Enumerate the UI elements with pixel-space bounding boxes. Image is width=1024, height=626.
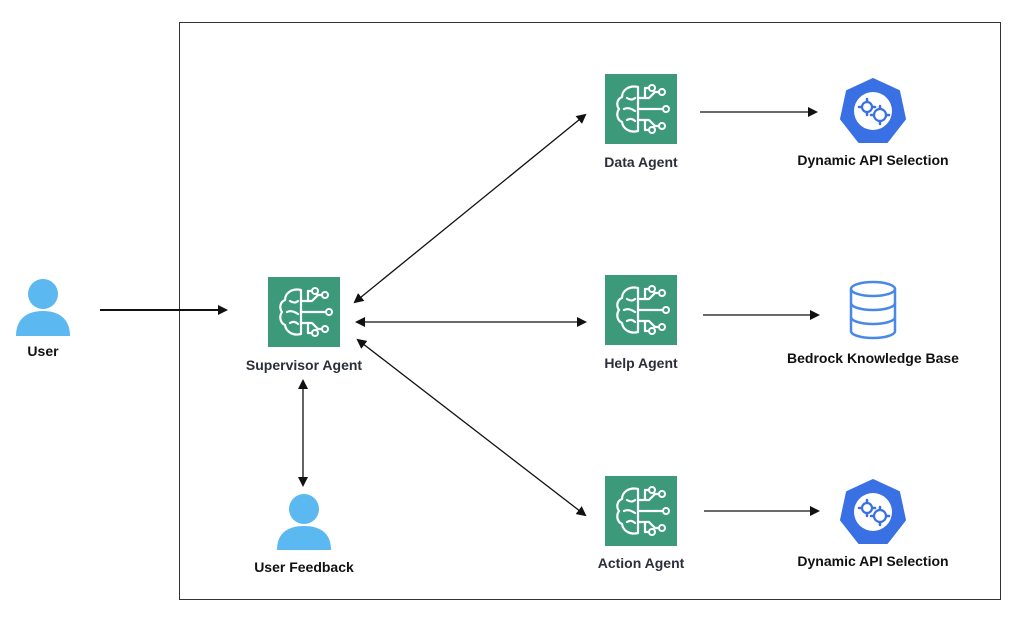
- person-icon: [16, 279, 70, 336]
- arrow-supervisor-action: [356, 338, 587, 517]
- brain-circuit-icon: [268, 277, 340, 347]
- person-icon: [277, 494, 331, 550]
- action-agent-label: Action Agent: [597, 555, 685, 571]
- data-agent[interactable]: [605, 74, 677, 144]
- database-icon: [849, 280, 897, 340]
- supervisor-agent-label: Supervisor Agent: [245, 357, 363, 373]
- data-agent-label: Data Agent: [604, 154, 678, 170]
- brain-circuit-icon: [605, 74, 677, 144]
- kubernetes-gear-icon: [840, 78, 906, 143]
- arrow-supervisor-data: [353, 113, 587, 304]
- knowledge-base-label: Bedrock Knowledge Base: [787, 350, 959, 366]
- help-agent-label: Help Agent: [604, 355, 678, 371]
- supervisor-agent[interactable]: [268, 277, 340, 347]
- brain-circuit-icon: [605, 275, 677, 345]
- help-agent[interactable]: [605, 275, 677, 345]
- brain-circuit-icon: [605, 476, 677, 546]
- user-feedback-label: User Feedback: [254, 559, 354, 575]
- api-selection-top-label: Dynamic API Selection: [797, 152, 949, 168]
- action-agent[interactable]: [605, 476, 677, 546]
- user-label: User: [27, 343, 59, 359]
- api-selection-bottom-label: Dynamic API Selection: [797, 553, 949, 569]
- kubernetes-gear-icon: [840, 479, 906, 544]
